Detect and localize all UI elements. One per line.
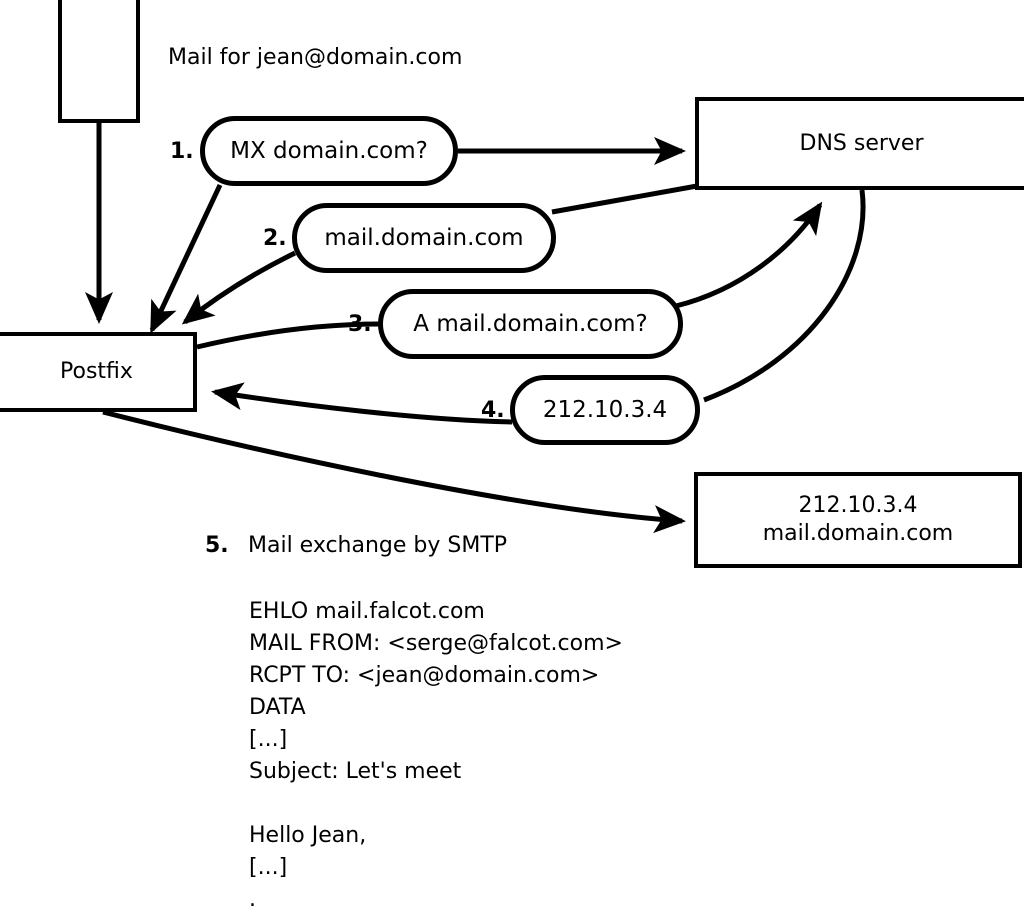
bubble-step-1-label: MX domain.com? [230,138,428,164]
connector-bubble2-to-postfix [181,250,297,325]
node-mail-server-hostname: mail.domain.com [762,521,954,546]
connector-postfix-to-bubble1 [149,183,223,334]
connector-dns-to-bubble4 [703,189,866,403]
smtp-line: DATA [249,695,306,720]
smtp-line: Hello Jean, [249,823,367,848]
node-mail-server: 212.10.3.4 mail.domain.com [694,472,1022,568]
bubble-step-1: MX domain.com? [200,116,458,186]
smtp-line: . [249,887,256,912]
connector-postfix-to-mailserver [102,409,686,534]
bubble-step-2: mail.domain.com [292,203,556,273]
node-mail-server-ip: 212.10.3.4 [798,493,918,518]
step-5-label: Mail exchange by SMTP [248,533,508,558]
page-title: Mail for jean@domain.com [168,45,463,70]
smtp-line: EHLO mail.falcot.com [249,599,485,624]
bubble-step-4-label: 212.10.3.4 [542,397,668,423]
smtp-line [249,788,623,820]
step-4-number: 4. [481,398,505,423]
bubble-step-3-label: A mail.domain.com? [413,311,648,337]
connector-bubble4-to-postfix [211,382,513,425]
node-postfix-label: Postfix [60,359,133,384]
node-dns-server-label: DNS server [799,130,924,156]
node-dns-server: DNS server [695,97,1024,190]
smtp-line: MAIL FROM: <serge@falcot.com> [249,631,623,656]
bubble-step-2-label: mail.domain.com [324,225,524,251]
bubble-step-3: A mail.domain.com? [378,289,683,359]
smtp-line: RCPT TO: <jean@domain.com> [249,663,600,688]
smtp-line: [...] [249,855,288,880]
bubble-step-4: 212.10.3.4 [510,375,700,445]
step-1-number: 1. [170,139,194,164]
smtp-line: Subject: Let's meet [249,759,462,784]
node-postfix: Postfix [0,332,197,412]
connector-postfix-to-bubble3 [196,321,381,350]
connector-dns-to-bubble2 [551,183,698,215]
smtp-transcript: EHLO mail.falcot.com MAIL FROM: <serge@f… [249,596,623,916]
step-5-number: 5. [205,533,229,558]
step-2-number: 2. [263,226,287,251]
smtp-line: [...] [249,727,288,752]
connector-bubble3-to-dns [675,201,823,309]
step-3-number: 3. [348,312,372,337]
mail-client-box [58,0,140,123]
